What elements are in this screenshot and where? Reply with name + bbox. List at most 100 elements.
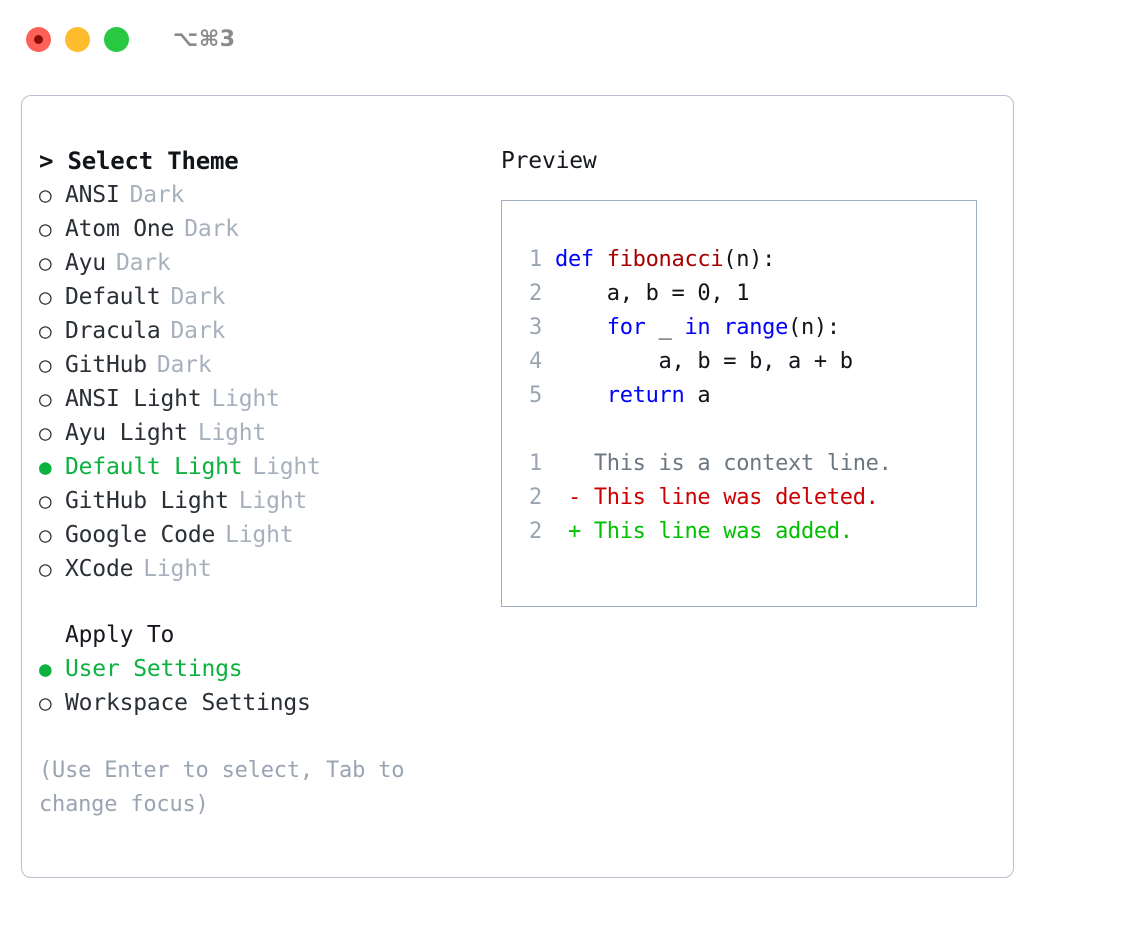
theme-option-tag: Dark bbox=[156, 352, 212, 378]
radio-unselected-icon: ○ bbox=[39, 319, 52, 343]
code-token-plain bbox=[555, 315, 607, 340]
theme-option-label: Dracula bbox=[65, 318, 161, 344]
diff-line-ctx: 1 This is a context line. bbox=[516, 447, 976, 481]
apply-option-workspace-settings[interactable]: ○Workspace Settings bbox=[39, 686, 489, 720]
theme-option-tag: Dark bbox=[129, 182, 185, 208]
radio-unselected-icon: ○ bbox=[39, 387, 52, 411]
theme-option-tag: Dark bbox=[170, 318, 226, 344]
code-line-number: 3 bbox=[529, 315, 542, 340]
preview-spacer bbox=[516, 413, 976, 447]
theme-option-tag: Light bbox=[238, 488, 308, 514]
radio-unselected-icon: ○ bbox=[39, 523, 52, 547]
code-token-plain: a, b = 0, 1 bbox=[555, 281, 750, 306]
theme-option-label: Default Light bbox=[65, 454, 243, 480]
theme-option-tag: Light bbox=[143, 556, 212, 582]
theme-option-default[interactable]: ○ Default Dark bbox=[39, 280, 489, 314]
theme-option-atom-one[interactable]: ○ Atom One Dark bbox=[39, 212, 489, 246]
theme-option-label: Atom One bbox=[65, 216, 175, 242]
radio-unselected-icon: ○ bbox=[39, 353, 52, 377]
keyboard-hint-text: (Use Enter to select, Tab to change focu… bbox=[39, 758, 405, 817]
code-line: 2 a, b = 0, 1 bbox=[516, 277, 976, 311]
theme-option-github[interactable]: ○ GitHub Dark bbox=[39, 348, 489, 382]
theme-option-tag: Light bbox=[225, 522, 294, 548]
diff-line-number: 1 bbox=[529, 451, 542, 476]
theme-option-ayu[interactable]: ○ Ayu Dark bbox=[39, 246, 489, 280]
code-token-plain: (n): bbox=[723, 247, 776, 272]
theme-option-label: ANSI Light bbox=[65, 386, 202, 412]
theme-option-google-code[interactable]: ○ Google Code Light bbox=[39, 518, 489, 552]
theme-option-label: GitHub bbox=[65, 352, 147, 378]
code-token-fn: fibonacci bbox=[606, 247, 724, 272]
close-window-button[interactable] bbox=[26, 26, 51, 52]
code-token-plain: (n): bbox=[788, 315, 840, 340]
code-line-text: a, b = b, a + b bbox=[555, 345, 854, 379]
code-line: 5 return a bbox=[516, 379, 976, 413]
theme-option-tag: Dark bbox=[170, 284, 226, 310]
theme-option-label: XCode bbox=[65, 556, 134, 582]
code-token-kw: def bbox=[555, 247, 607, 272]
theme-option-label: ANSI bbox=[65, 182, 120, 208]
radio-unselected-icon: ○ bbox=[39, 421, 52, 445]
apply-option-label: Workspace Settings bbox=[65, 690, 311, 716]
apply-option-user-settings[interactable]: ● User Settings bbox=[39, 652, 489, 686]
code-token-kw: in bbox=[684, 315, 711, 340]
radio-unselected-icon: ○ bbox=[39, 217, 52, 241]
code-line: 3 for _ in range(n): bbox=[516, 311, 976, 345]
code-token-kw: return bbox=[606, 383, 685, 408]
diff-line-add: 2 + This line was added. bbox=[516, 515, 976, 549]
radio-selected-icon: ● bbox=[39, 657, 52, 681]
zoom-window-button[interactable] bbox=[104, 26, 129, 52]
theme-option-label: Ayu Light bbox=[65, 420, 188, 446]
theme-option-label: Default bbox=[65, 284, 161, 310]
title-bar: ⌥⌘3 bbox=[0, 0, 1140, 78]
code-line-number: 4 bbox=[529, 349, 542, 374]
close-icon bbox=[34, 34, 43, 44]
code-line-text: for _ in range(n): bbox=[555, 311, 840, 345]
code-token-kw: for bbox=[606, 315, 646, 340]
code-line-number: 1 bbox=[529, 247, 542, 272]
apply-to-header: Apply To bbox=[65, 622, 175, 648]
code-token-plain bbox=[710, 315, 723, 340]
diff-line-text: This is a context line. bbox=[555, 451, 892, 476]
apply-option-label: User Settings bbox=[65, 656, 243, 682]
diff-line-number: 2 bbox=[529, 485, 542, 510]
code-line-text: a, b = 0, 1 bbox=[555, 277, 750, 311]
code-line: 1 def fibonacci(n): bbox=[516, 243, 976, 277]
theme-option-ansi[interactable]: ○ ANSI Dark bbox=[39, 178, 489, 212]
theme-option-label: Ayu bbox=[65, 250, 106, 276]
code-line-number: 2 bbox=[529, 281, 542, 306]
radio-unselected-icon: ○ bbox=[39, 285, 52, 309]
apply-to-list[interactable]: ● User Settings ○Workspace Settings bbox=[39, 652, 489, 720]
theme-option-dracula[interactable]: ○ Dracula Dark bbox=[39, 314, 489, 348]
theme-option-tag: Dark bbox=[184, 216, 239, 242]
diff-line-del: 2 - This line was deleted. bbox=[516, 481, 976, 515]
select-theme-header: > Select Theme bbox=[39, 147, 239, 175]
code-line: 4 a, b = b, a + b bbox=[516, 345, 976, 379]
code-token-kw: range bbox=[723, 315, 789, 340]
code-token-plain: _ bbox=[645, 315, 685, 340]
apply-to-section: Apply To ● User Settings ○Workspace Settin… bbox=[39, 618, 489, 720]
radio-unselected-icon: ○ bbox=[39, 251, 52, 275]
preview-title: Preview bbox=[501, 148, 597, 174]
radio-unselected-icon: ○ bbox=[39, 183, 52, 207]
radio-unselected-icon: ○ bbox=[39, 489, 52, 513]
minimize-window-button[interactable] bbox=[65, 26, 90, 52]
diff-line-number: 2 bbox=[529, 519, 542, 544]
theme-option-tag: Dark bbox=[115, 250, 171, 276]
window-controls bbox=[26, 26, 129, 52]
diff-sample: 1 This is a context line.2 - This line w… bbox=[516, 447, 976, 549]
code-line-number: 5 bbox=[529, 383, 542, 408]
theme-option-label: Google Code bbox=[65, 522, 216, 548]
